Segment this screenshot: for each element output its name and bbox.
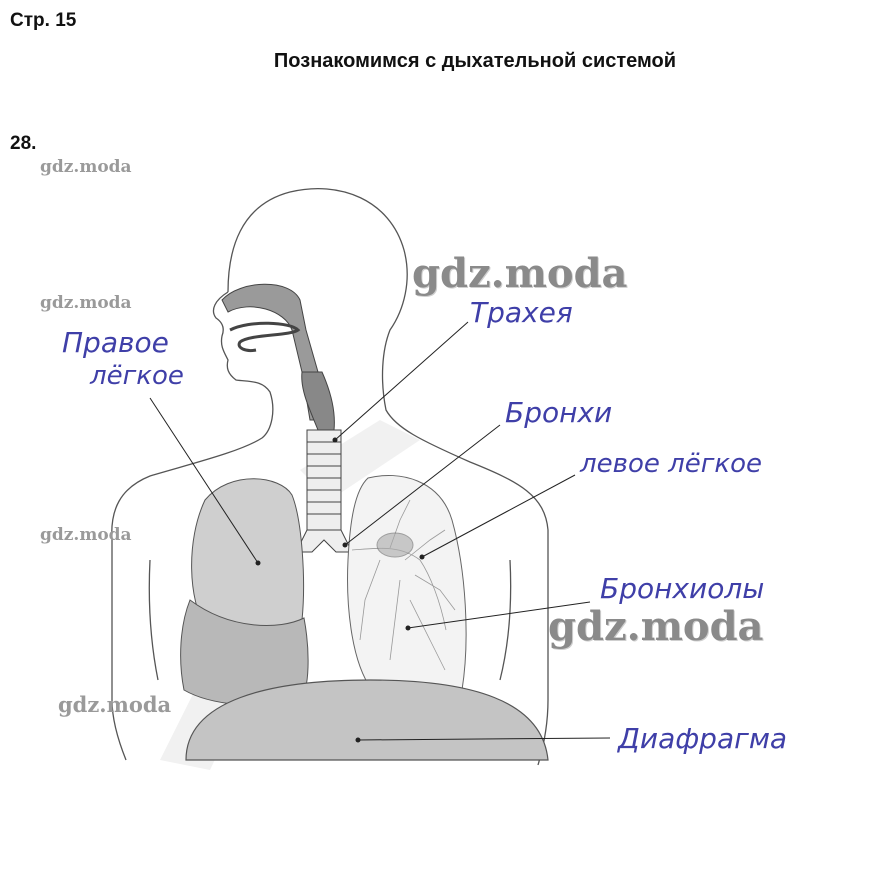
handwritten-labels: Правое лёгкое Трахея Бронхи левое лёгкое… (62, 296, 787, 755)
airways (221, 283, 353, 553)
page-title: Познакомимся с дыхательной системой (273, 50, 677, 72)
watermark: gdz.moda (40, 293, 132, 313)
diaphragm (185, 679, 549, 761)
label-trachea: Трахея (470, 296, 573, 329)
label-left-lung: левое лёгкое (579, 449, 762, 479)
watermark: gdz.moda (40, 157, 132, 177)
watermark: gdz.moda (58, 692, 172, 717)
left-lung (347, 474, 467, 698)
label-diaphragm: Диафрагма (616, 722, 787, 755)
label-pointer-dots (255, 437, 425, 743)
body-outline (111, 188, 549, 766)
label-bronchi: Бронхи (505, 396, 612, 429)
label-pointer-lines (149, 321, 611, 741)
watermark: gdz.moda (412, 250, 628, 297)
page-number: Стр. 15 (10, 10, 77, 31)
watermark: gdz.moda (40, 525, 132, 545)
label-right-lung-line2: лёгкое (89, 361, 184, 391)
label-right-lung-line1: Правое (62, 326, 169, 359)
label-bronchioles: Бронхиолы (600, 572, 764, 605)
right-lung (180, 478, 309, 706)
watermark: gdz.moda (548, 603, 764, 650)
task-number: 28. (10, 133, 37, 154)
